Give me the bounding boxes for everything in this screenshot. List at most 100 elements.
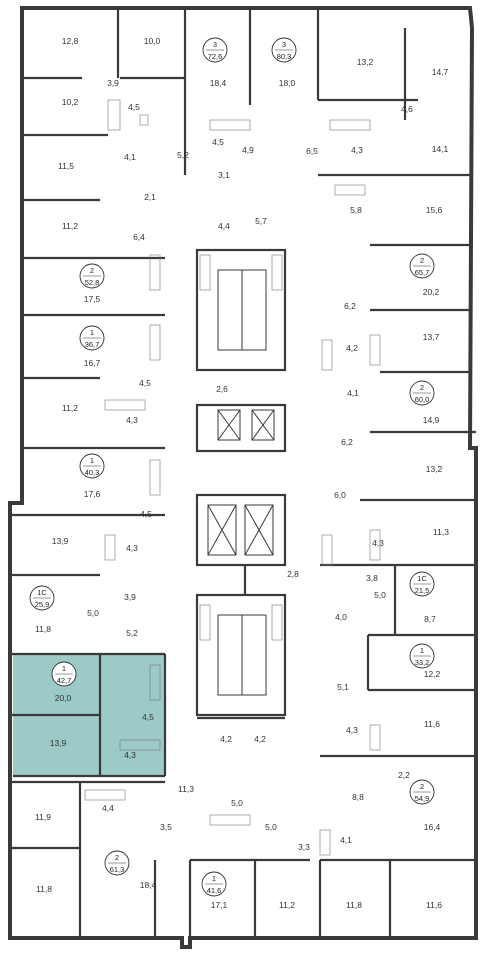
apartment-badge[interactable]: 142,7 <box>51 661 77 687</box>
room-area-label: 11,2 <box>62 403 78 413</box>
apartment-area: 72,6 <box>208 52 223 61</box>
room-area-label: 3,1 <box>218 170 230 180</box>
room-area-label: 4,5 <box>140 509 152 519</box>
building-core <box>195 248 287 720</box>
room-area-label: 6,2 <box>341 437 353 447</box>
room-area-label: 2,8 <box>287 569 299 579</box>
apartment-rooms: 1 <box>62 664 66 673</box>
room-area-label: 3,3 <box>298 842 310 852</box>
apartment-area: 40,3 <box>85 468 100 477</box>
room-area-label: 5,0 <box>265 822 277 832</box>
apartment-area: 54,9 <box>415 794 430 803</box>
room-area-label: 5,8 <box>350 205 362 215</box>
apartment-badge[interactable]: 260,0 <box>409 380 435 406</box>
room-area-label: 18,0 <box>279 78 296 88</box>
room-area-label: 11,8 <box>346 900 362 910</box>
room-area-label: 17,1 <box>211 900 228 910</box>
room-area-label: 16,7 <box>84 358 101 368</box>
apartment-badge[interactable]: 140,3 <box>79 453 105 479</box>
room-area-label: 11,2 <box>62 221 78 231</box>
apartment-rooms: 1 <box>420 646 424 655</box>
room-area-label: 11,8 <box>35 624 51 634</box>
room-area-label: 4,2 <box>346 343 358 353</box>
apartment-rooms: 1 <box>90 328 94 337</box>
room-area-label: 4,4 <box>102 803 114 813</box>
room-area-label: 14,1 <box>432 144 449 154</box>
apartment-badge[interactable]: 1С 25,9 <box>29 585 55 611</box>
room-area-label: 11,6 <box>424 719 440 729</box>
apartment-area: 21,5 <box>415 586 430 595</box>
room-area-label: 11,3 <box>178 784 194 794</box>
room-area-label: 18,4 <box>210 78 227 88</box>
room-area-label: 4,3 <box>126 415 138 425</box>
room-area-label: 4,5 <box>142 712 154 722</box>
apartment-badge[interactable]: 372,6 <box>202 37 228 63</box>
outer-walls <box>8 6 478 949</box>
room-area-label: 4,0 <box>335 612 347 622</box>
room-area-label: 2,6 <box>216 384 228 394</box>
room-area-label: 3,5 <box>160 822 172 832</box>
room-area-label: 10,0 <box>144 36 161 46</box>
room-area-label: 20,2 <box>423 287 440 297</box>
room-area-label: 13,7 <box>423 332 440 342</box>
apartment-badge[interactable]: 380,3 <box>271 37 297 63</box>
room-area-label: 4,1 <box>347 388 359 398</box>
room-area-label: 4,6 <box>401 104 413 114</box>
room-area-label: 4,5 <box>139 378 151 388</box>
apartment-rooms: 3 <box>282 40 286 49</box>
apartment-area: 61,3 <box>110 865 125 874</box>
room-area-label: 5,1 <box>337 682 349 692</box>
room-area-label: 4,3 <box>351 145 363 155</box>
room-area-label: 3,8 <box>366 573 378 583</box>
apartment-badge[interactable]: 265,7 <box>409 253 435 279</box>
apartment-rooms: 1 <box>90 456 94 465</box>
room-area-label: 6,5 <box>306 146 318 156</box>
apartment-rooms: 2 <box>115 853 119 862</box>
apartment-area: 25,9 <box>35 600 50 609</box>
room-area-label: 13,9 <box>50 738 67 748</box>
room-area-label: 15,6 <box>426 205 443 215</box>
room-area-label: 14,9 <box>423 415 440 425</box>
room-area-label: 11,2 <box>279 900 295 910</box>
apartment-rooms: 2 <box>420 383 424 392</box>
interior-walls <box>10 8 476 938</box>
apartment-area: 36,7 <box>85 340 100 349</box>
apartment-rooms: 3 <box>213 40 217 49</box>
apartment-area: 41,6 <box>207 886 222 895</box>
apartment-badge[interactable]: 252,8 <box>79 263 105 289</box>
room-area-label: 8,8 <box>352 792 364 802</box>
room-area-label: 4,1 <box>124 152 136 162</box>
apartment-badge[interactable]: 254,9 <box>409 779 435 805</box>
room-area-label: 4,4 <box>218 221 230 231</box>
apartment-rooms: 1С <box>37 588 47 597</box>
room-area-label: 2,2 <box>398 770 410 780</box>
room-area-label: 8,7 <box>424 614 436 624</box>
apartment-badge[interactable]: 261,3 <box>104 850 130 876</box>
apartment-badge[interactable]: 136,7 <box>79 325 105 351</box>
room-area-label: 4,3 <box>346 725 358 735</box>
room-area-label: 13,9 <box>52 536 69 546</box>
room-area-label: 5,0 <box>231 798 243 808</box>
room-area-label: 5,2 <box>177 150 189 160</box>
room-area-label: 4,5 <box>212 137 224 147</box>
room-area-label: 16,4 <box>424 822 441 832</box>
apartment-area: 52,8 <box>85 278 100 287</box>
apartment-badges: 372,6380,3252,8136,7140,31С25,9142,7261,… <box>29 37 435 897</box>
room-area-label: 4,3 <box>372 538 384 548</box>
room-area-label: 18,4 <box>140 880 157 890</box>
room-area-label: 17,6 <box>84 489 101 499</box>
apartment-badge[interactable]: 141,6 <box>201 871 227 897</box>
room-area-label: 20,0 <box>55 693 72 703</box>
room-area-label: 13,2 <box>426 464 443 474</box>
room-area-label: 4,9 <box>242 145 254 155</box>
apartment-area: 60,0 <box>415 395 430 404</box>
room-area-label: 11,6 <box>426 900 442 910</box>
apartment-badge[interactable]: 133,2 <box>409 643 435 669</box>
apartment-rooms: 1 <box>212 874 216 883</box>
room-area-label: 10,2 <box>62 97 79 107</box>
room-area-label: 6,4 <box>133 232 145 242</box>
room-area-label: 2,1 <box>144 192 156 202</box>
